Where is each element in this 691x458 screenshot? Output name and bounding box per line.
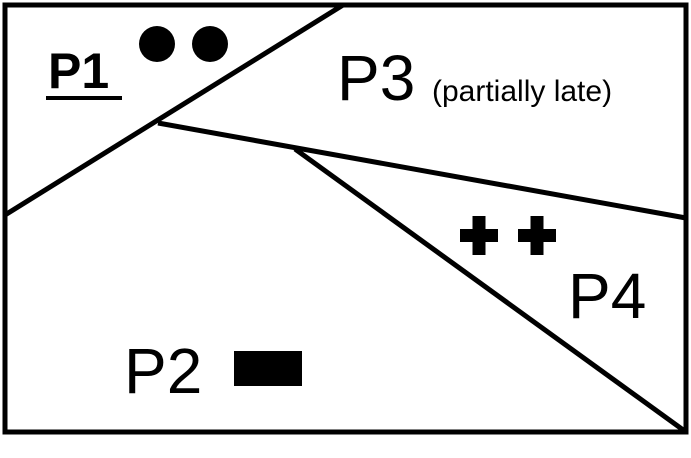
plus-icon xyxy=(518,216,556,255)
filled-circle-icon xyxy=(192,26,228,62)
region-note-p3: (partially late) xyxy=(432,75,612,108)
plus-icon xyxy=(460,216,498,255)
outer-frame xyxy=(2,2,689,435)
region-label-p4: P4 xyxy=(568,260,646,332)
bar-icon xyxy=(234,351,302,386)
region-label-p1: P1 xyxy=(48,43,109,99)
region-label-p2: P2 xyxy=(124,335,202,407)
divider-p2-p4 xyxy=(293,146,688,435)
divider-p1-p3 xyxy=(3,2,345,218)
region-label-p3: P3 xyxy=(337,42,415,114)
divider-p3-lower xyxy=(157,120,687,221)
filled-circle-icon xyxy=(139,26,175,62)
